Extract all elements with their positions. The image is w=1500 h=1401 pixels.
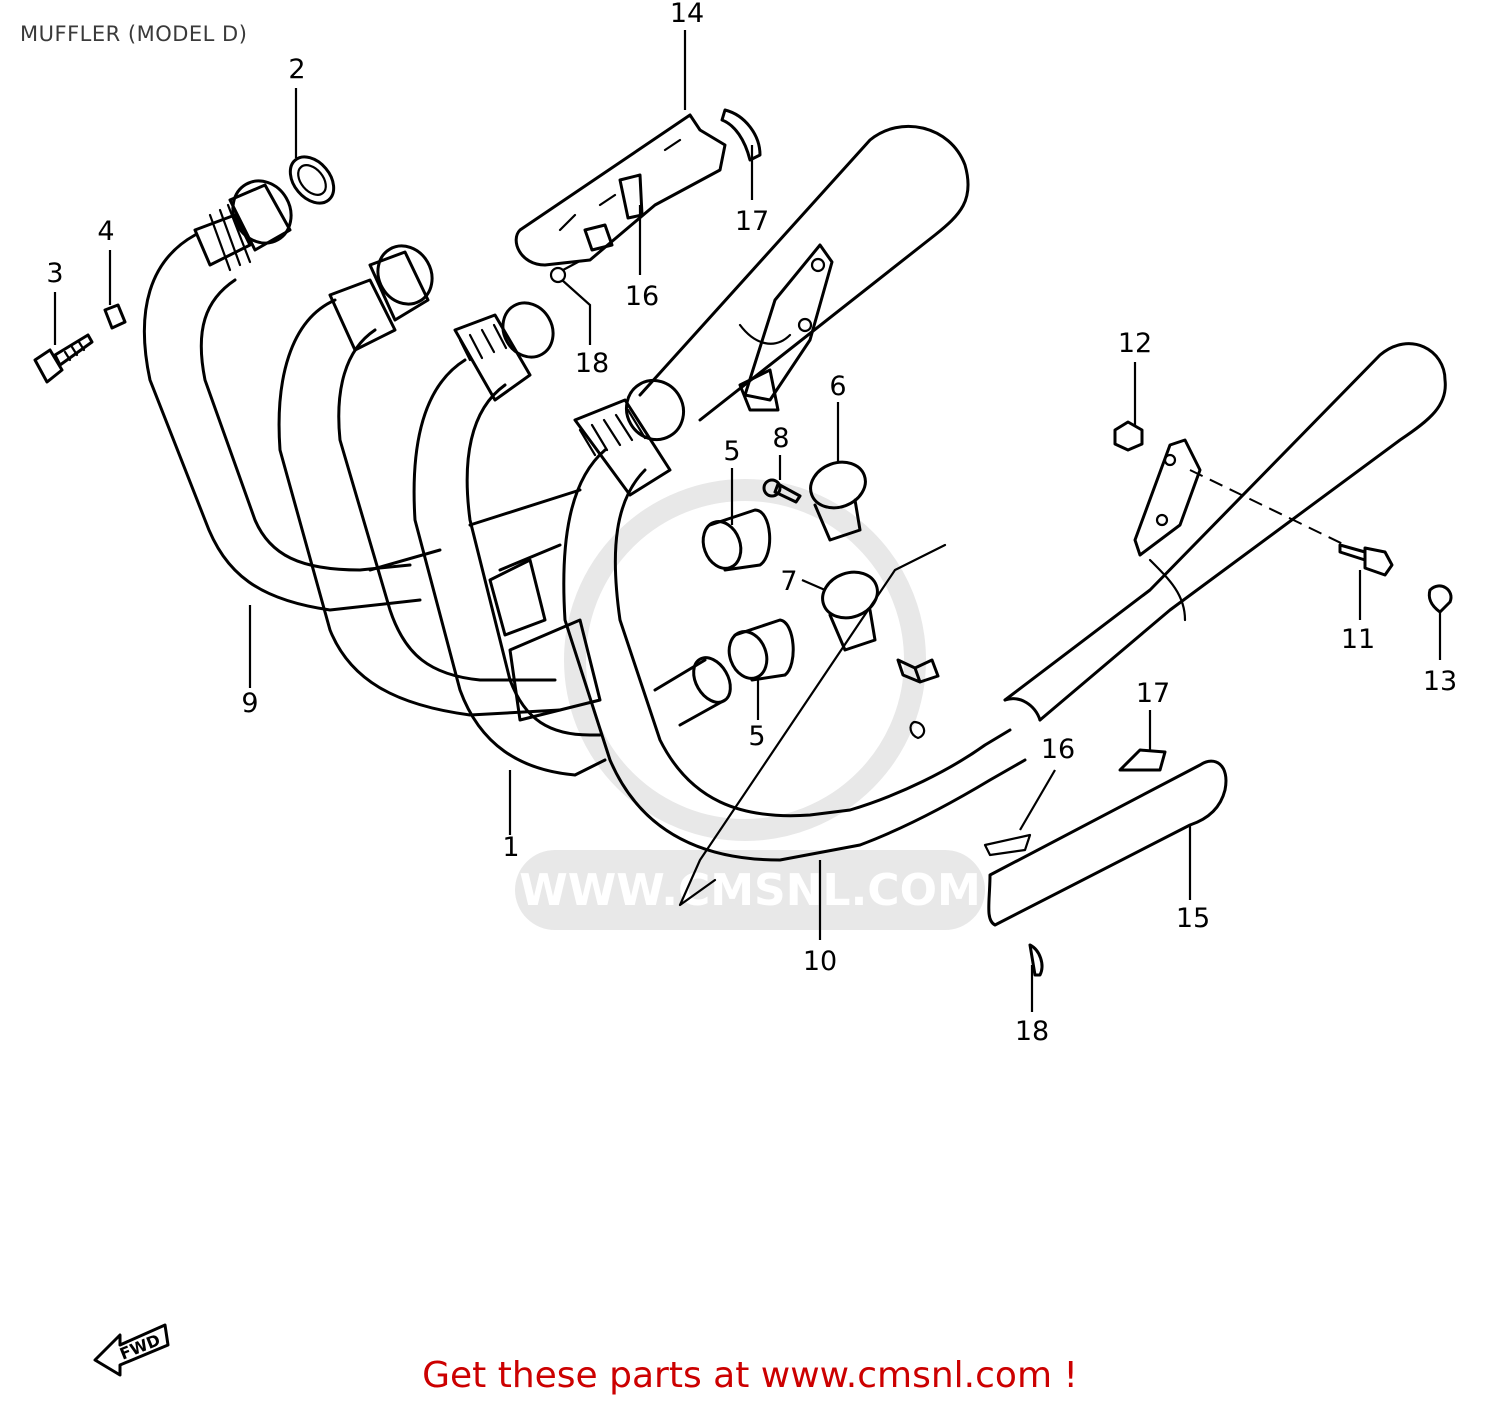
promo-link[interactable]: Get these parts at www.cmsnl.com ! — [422, 1355, 1078, 1396]
callout-15: 15 — [1176, 903, 1210, 934]
nut-12 — [1113, 420, 1144, 452]
heat-shield-14 — [514, 113, 727, 267]
callout-18-bottom: 18 — [1015, 1016, 1049, 1047]
callout-10: 10 — [803, 946, 837, 977]
exhaust-pipe-1 — [412, 301, 607, 777]
bolt-8 — [762, 478, 802, 504]
clamp-6 — [809, 460, 867, 542]
callout-6: 6 — [829, 371, 846, 402]
callout-7: 7 — [780, 566, 797, 597]
callout-14: 14 — [670, 0, 704, 29]
callout-9: 9 — [241, 688, 258, 719]
gasket-2 — [288, 155, 336, 205]
callout-13: 13 — [1423, 666, 1457, 697]
nut-13 — [1427, 584, 1453, 614]
clamp-17-top — [720, 108, 762, 162]
callout-8: 8 — [772, 423, 789, 454]
callout-numbers: 14 2 4 3 17 16 18 12 6 8 5 7 11 13 9 5 1… — [46, 0, 1457, 1047]
bolt-mid — [896, 658, 940, 740]
collector-box — [368, 488, 732, 727]
heat-shield-15 — [983, 748, 1228, 927]
callout-5-top: 5 — [723, 436, 740, 467]
nut-4 — [103, 303, 127, 330]
leader-lines — [53, 30, 1442, 1012]
callout-11: 11 — [1341, 624, 1375, 655]
screw-18-top — [549, 260, 580, 284]
callout-16-bottom: 16 — [1041, 734, 1075, 765]
callout-17-top: 17 — [735, 206, 769, 237]
sleeve-5-top — [701, 508, 772, 572]
callout-17-bottom: 17 — [1136, 678, 1170, 709]
muffler-right — [1003, 342, 1447, 722]
sleeve-5-bottom — [727, 618, 795, 682]
clamp-7 — [821, 570, 879, 652]
exhaust-pipe-9 — [142, 179, 422, 612]
callout-4: 4 — [97, 216, 114, 247]
callout-2: 2 — [288, 54, 305, 85]
direction-marks — [678, 543, 947, 907]
watermark-text: WWW.CMSNL.COM — [519, 865, 981, 916]
bolt-11 — [1338, 543, 1394, 577]
callout-3: 3 — [46, 258, 63, 289]
callout-16-top: 16 — [625, 281, 659, 312]
watermark-logo: WWW.CMSNL.COM — [515, 479, 985, 930]
exhaust-pipe-2nd — [277, 244, 562, 717]
bolt-3 — [33, 333, 94, 384]
exhaust-pipe-10 — [562, 378, 1027, 862]
callout-1: 1 — [502, 832, 519, 863]
callout-5-bottom: 5 — [748, 721, 765, 752]
diagram-title: MUFFLER (MODEL D) — [20, 22, 248, 46]
callout-18-top: 18 — [575, 348, 609, 379]
screw-18-bottom — [1028, 943, 1044, 977]
callout-12: 12 — [1118, 328, 1152, 359]
muffler-left — [638, 124, 970, 422]
